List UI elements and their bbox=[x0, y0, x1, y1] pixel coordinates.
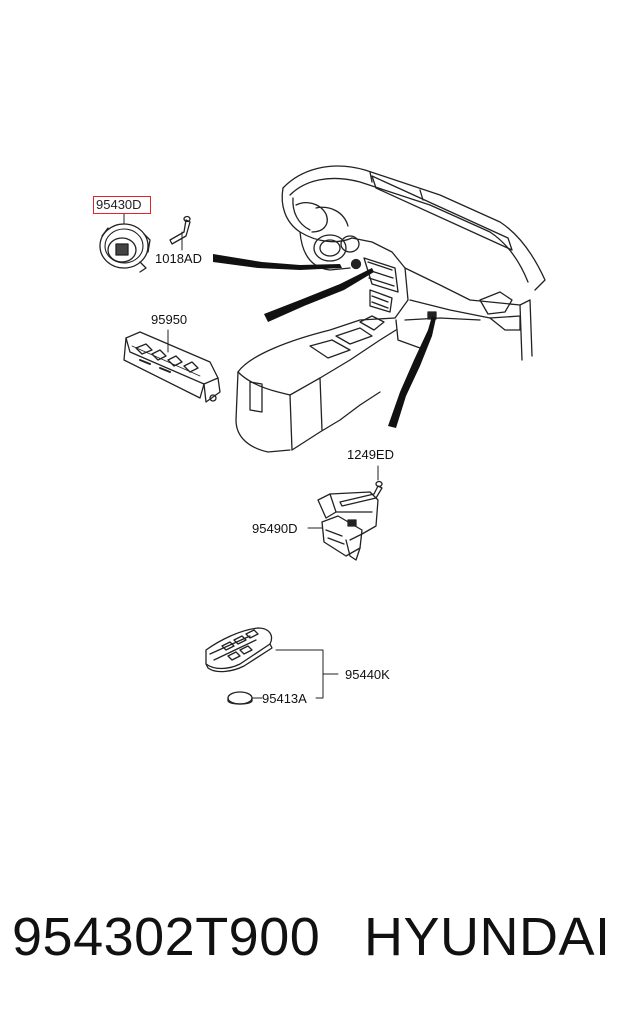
antenna-unit-part bbox=[317, 491, 379, 561]
switch-panel-part bbox=[123, 331, 221, 403]
screw-1249ed-part bbox=[339, 480, 383, 507]
label-switch-panel: 95950 bbox=[151, 312, 188, 327]
label-antenna-unit: 95490D bbox=[252, 521, 298, 536]
parts-diagram bbox=[99, 165, 546, 705]
leader-arrows bbox=[213, 254, 436, 428]
footer-band bbox=[0, 850, 620, 1017]
smart-key-part bbox=[205, 627, 273, 673]
footer-part-number: 954302T900 bbox=[12, 907, 321, 967]
label-smart-key: 95440K bbox=[345, 667, 390, 682]
start-button-part bbox=[99, 223, 151, 273]
label-start-button: 95430D bbox=[96, 197, 142, 212]
label-screw-antenna: 1249ED bbox=[347, 447, 394, 462]
dashboard-illustration bbox=[235, 165, 546, 453]
battery-part bbox=[227, 691, 253, 705]
label-screw-start: 1018AD bbox=[155, 251, 202, 266]
screw-1018ad-part bbox=[169, 215, 191, 245]
highlighted-part-callout bbox=[93, 196, 151, 214]
label-battery: 95413A bbox=[262, 691, 307, 706]
footer-brand: HYUNDAI bbox=[364, 907, 611, 967]
